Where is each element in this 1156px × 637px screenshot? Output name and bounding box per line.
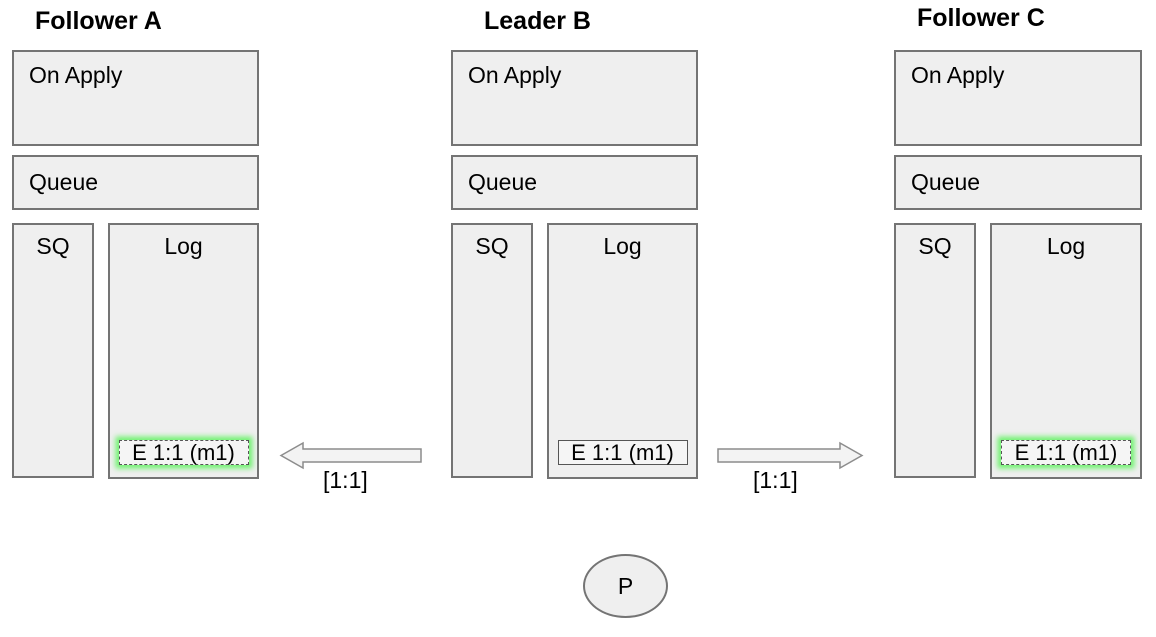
sq-label: SQ xyxy=(36,233,70,259)
log-label: Log xyxy=(603,233,642,259)
on-apply-box: On Apply xyxy=(12,50,259,146)
node-leader-b: Leader B On Apply Queue SQ Log E 1:1 (m1… xyxy=(451,0,698,500)
node-title: Follower C xyxy=(917,4,1045,32)
sq-label: SQ xyxy=(475,233,509,259)
sq-box: SQ xyxy=(451,223,533,478)
sq-label: SQ xyxy=(918,233,952,259)
queue-box: Queue xyxy=(12,155,259,210)
on-apply-box: On Apply xyxy=(894,50,1142,146)
on-apply-label: On Apply xyxy=(911,62,1005,88)
node-follower-c: Follower C On Apply Queue SQ Log E 1:1 (… xyxy=(894,0,1142,500)
log-box: Log E 1:1 (m1) xyxy=(547,223,698,479)
node-title: Follower A xyxy=(35,7,162,35)
queue-box: Queue xyxy=(894,155,1142,210)
queue-label: Queue xyxy=(468,169,538,195)
log-label: Log xyxy=(164,233,203,259)
sq-box: SQ xyxy=(894,223,976,478)
on-apply-label: On Apply xyxy=(29,62,123,88)
on-apply-box: On Apply xyxy=(451,50,698,146)
queue-label: Queue xyxy=(911,169,981,195)
node-follower-a: Follower A On Apply Queue SQ Log E 1:1 (… xyxy=(12,0,259,500)
log-entry: E 1:1 (m1) xyxy=(557,440,688,465)
on-apply-label: On Apply xyxy=(468,62,562,88)
arrow-label: [1:1] xyxy=(323,467,368,493)
log-entry: E 1:1 (m1) xyxy=(1001,440,1131,465)
proposer-label: P xyxy=(617,572,634,599)
log-label: Log xyxy=(1046,233,1086,259)
log-box: Log E 1:1 (m1) xyxy=(990,223,1142,479)
sq-box: SQ xyxy=(12,223,94,478)
arrow-label: [1:1] xyxy=(753,467,798,493)
log-entry: E 1:1 (m1) xyxy=(118,440,249,465)
queue-box: Queue xyxy=(451,155,698,210)
proposer-ellipse: P xyxy=(583,554,668,618)
replication-arrow-left-icon xyxy=(279,441,422,470)
queue-label: Queue xyxy=(29,169,99,195)
node-title: Leader B xyxy=(484,7,591,35)
replication-arrow-right-icon xyxy=(717,441,864,470)
log-box: Log E 1:1 (m1) xyxy=(108,223,259,479)
